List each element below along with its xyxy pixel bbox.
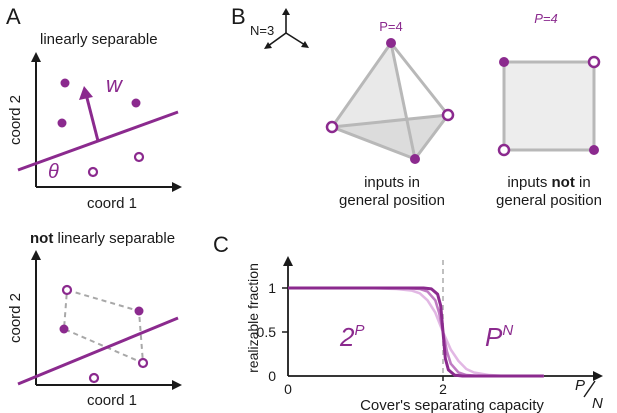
region-label-left: 2P	[339, 322, 364, 352]
class-one-point	[59, 324, 69, 334]
panel-a-top-axes	[31, 52, 182, 192]
square-vertex	[587, 55, 601, 69]
square-p-label: P=4	[534, 11, 558, 26]
tetrahedron-p-label: P=4	[379, 19, 403, 34]
panel-a-bottom-ylabel: coord 2	[7, 293, 24, 343]
class-one-point	[131, 98, 141, 108]
square-shape	[502, 60, 596, 152]
tetrahedron-caption-line1: inputs in	[364, 174, 420, 191]
region-label-right: PN	[485, 322, 513, 352]
weight-label: w	[106, 72, 124, 97]
class-one-point	[60, 78, 70, 88]
weight-vector-arrow	[79, 86, 100, 142]
square-vertex	[497, 143, 511, 157]
panel-c-ylabel: realizable fraction	[245, 263, 261, 373]
square-caption-line2: general position	[496, 192, 602, 209]
class-two-point	[61, 284, 73, 296]
class-one-point	[134, 306, 144, 316]
square-caption-line1: inputs not in	[507, 174, 590, 191]
angle-label: θ	[48, 161, 59, 183]
capacity-curves	[288, 286, 544, 378]
class-two-point	[137, 357, 149, 369]
svg-text:P: P	[575, 377, 585, 394]
y-tick-label: 0	[268, 368, 276, 384]
attempted-boundary-line	[17, 316, 179, 386]
panel-a-bottom-axes	[31, 250, 182, 390]
tetrahedron-vertex	[441, 108, 455, 122]
dimension-label: N=3	[250, 23, 274, 38]
tetrahedron-vertex	[410, 154, 420, 164]
panel-a-bottom-title: not linearly separable	[30, 230, 175, 247]
tetrahedron-vertex	[325, 120, 339, 134]
y-tick-label: 1	[268, 280, 276, 296]
three-axis-icon	[264, 8, 309, 49]
square-vertex	[589, 145, 599, 155]
capacity-curve-3	[288, 286, 544, 378]
y-tick-label: 0.5	[257, 324, 277, 340]
panel-a-top-ylabel: coord 2	[7, 95, 24, 145]
panel-c-axes	[282, 256, 603, 381]
class-one-point	[57, 118, 67, 128]
class-two-point	[88, 372, 100, 384]
x-axis-ratio-symbol: P N	[575, 377, 603, 412]
class-two-point	[87, 166, 99, 178]
tetrahedron-caption-line2: general position	[339, 192, 445, 209]
svg-text:N: N	[592, 395, 603, 412]
panel-a-bottom-xlabel: coord 1	[87, 392, 137, 409]
panel-a-letter: A	[6, 4, 21, 29]
panel-a-top-xlabel: coord 1	[87, 195, 137, 212]
panel-c-letter: C	[213, 232, 229, 257]
panel-b-letter: B	[231, 4, 246, 29]
panel-a-top-title: linearly separable	[40, 31, 158, 48]
tetrahedron-vertex	[386, 38, 396, 48]
xor-dashed-quadrilateral	[62, 288, 145, 365]
x-tick-label: 0	[284, 381, 292, 397]
panel-c-xlabel: Cover's separating capacity	[360, 397, 544, 413]
square-vertex	[499, 57, 509, 67]
tetrahedron	[329, 42, 450, 161]
class-two-point	[133, 151, 145, 163]
x-tick-label: 2	[439, 381, 447, 397]
